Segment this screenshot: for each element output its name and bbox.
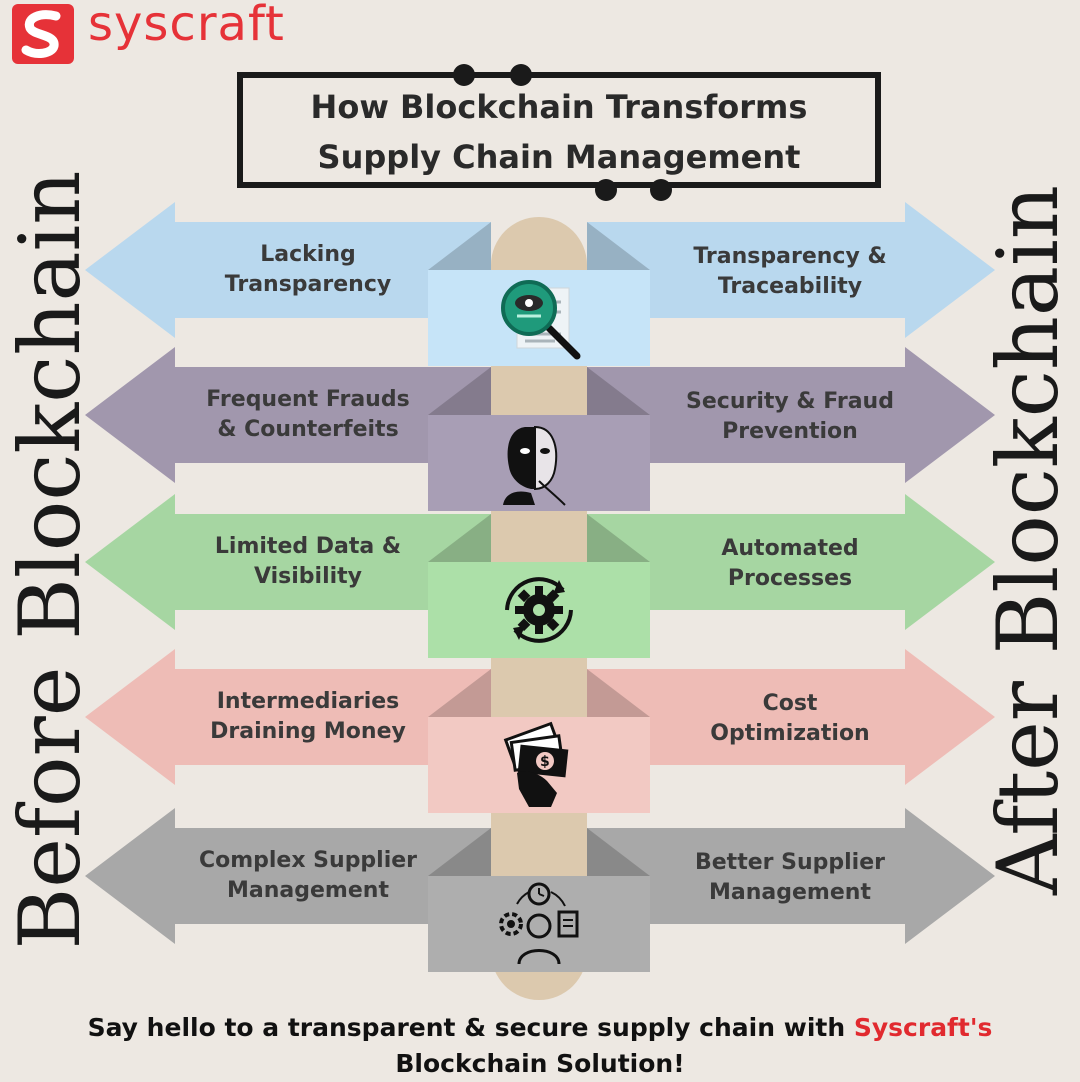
- fold-shadow: [428, 222, 491, 270]
- after-line-1: Transparency &: [693, 244, 887, 269]
- before-line-1: Complex Supplier: [198, 848, 418, 873]
- mask-face-icon: [503, 425, 566, 506]
- after-line-2: Optimization: [710, 721, 870, 746]
- title-line-1: How Blockchain Transforms: [310, 88, 808, 126]
- fold-shadow: [428, 514, 491, 562]
- left-arrow: [85, 202, 491, 338]
- title-dot: [510, 64, 532, 86]
- footer-text-end: Blockchain Solution!: [395, 1049, 685, 1078]
- page-title: How Blockchain Transforms Supply Chain M…: [237, 82, 881, 182]
- after-line-2: Management: [709, 880, 871, 905]
- footer-brand: Syscraft's: [853, 1013, 993, 1042]
- gear-cycle-icon: [505, 577, 573, 643]
- after-line-1: Automated: [721, 536, 859, 561]
- before-line-2: Visibility: [253, 564, 363, 589]
- after-line-1: Cost: [762, 691, 818, 716]
- hand-money-icon: $: [503, 721, 569, 807]
- title-dot: [650, 179, 672, 201]
- title-dot: [595, 179, 617, 201]
- fold-shadow: [587, 828, 650, 876]
- footer-text: Say hello to a transparent & secure supp…: [87, 1013, 854, 1042]
- before-line-2: & Counterfeits: [217, 417, 399, 442]
- title-line-2: Supply Chain Management: [317, 138, 801, 176]
- after-line-1: Better Supplier: [694, 850, 885, 875]
- fold-shadow: [587, 514, 650, 562]
- after-line-2: Traceability: [717, 274, 863, 299]
- right-arrow: [587, 649, 995, 785]
- before-item: Frequent Frauds & Counterfeits: [175, 385, 441, 445]
- logo-icon: [12, 4, 74, 64]
- before-item: Limited Data & Visibility: [175, 532, 441, 592]
- fold-shadow: [428, 669, 491, 717]
- footer-tagline: Say hello to a transparent & secure supp…: [0, 1010, 1080, 1082]
- before-line-1: Limited Data &: [214, 534, 402, 559]
- fold-shadow: [587, 222, 650, 270]
- left-arrow: [85, 808, 491, 944]
- before-line-2: Transparency: [224, 272, 392, 297]
- fold-shadow: [428, 828, 491, 876]
- left-arrow: [85, 347, 491, 483]
- after-line-2: Processes: [727, 566, 853, 591]
- fold-shadow: [587, 669, 650, 717]
- before-blockchain-label: Before Blockchain: [1, 170, 99, 950]
- after-line-2: Prevention: [722, 419, 858, 444]
- supplier-management-icon: [499, 882, 579, 965]
- after-line-1: Security & Fraud: [686, 389, 894, 414]
- right-arrow: [587, 494, 995, 630]
- after-item: Transparency & Traceability: [650, 242, 930, 302]
- svg-text:$: $: [540, 754, 550, 770]
- before-line-1: Lacking: [260, 242, 356, 267]
- before-line-1: Intermediaries: [216, 689, 400, 714]
- right-arrow: [587, 347, 995, 483]
- right-arrow: [587, 808, 995, 944]
- before-line-2: Draining Money: [210, 719, 406, 744]
- title-frame: [237, 72, 881, 188]
- title-dot: [453, 64, 475, 86]
- left-arrow: [85, 494, 491, 630]
- left-arrow: [85, 649, 491, 785]
- magnifier-document-icon: [501, 280, 581, 360]
- before-line-1: Frequent Frauds: [206, 387, 410, 412]
- right-arrow: [587, 202, 995, 338]
- fold-shadow: [428, 367, 491, 415]
- fold-shadow: [587, 367, 650, 415]
- after-blockchain-label: After Blockchain: [979, 185, 1077, 895]
- before-line-2: Management: [227, 878, 389, 903]
- brand-name: syscraft: [88, 0, 285, 52]
